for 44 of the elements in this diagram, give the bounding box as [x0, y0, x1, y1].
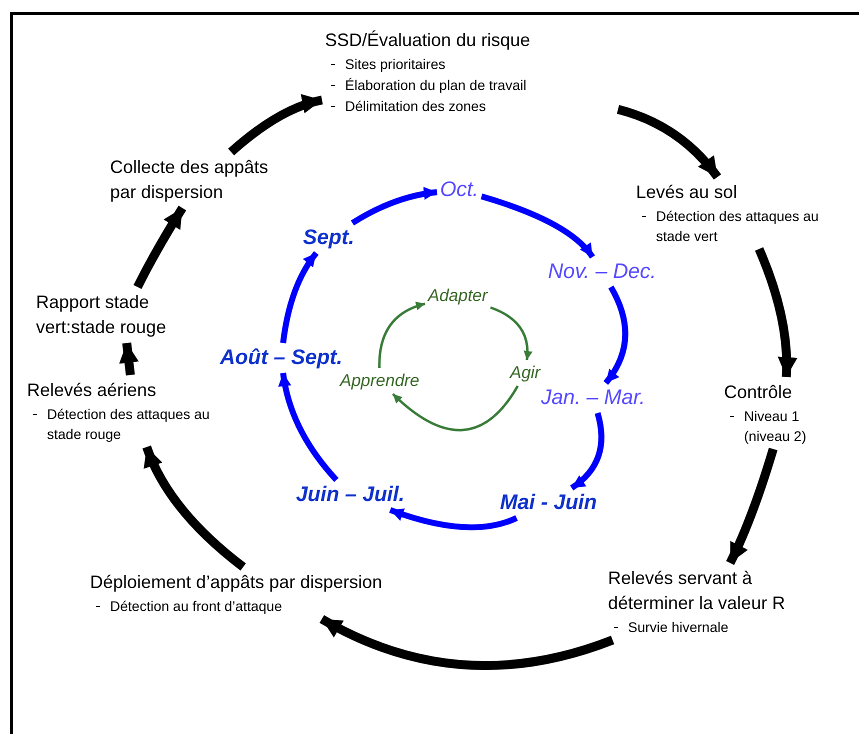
arrow — [616, 105, 722, 180]
arrow — [378, 302, 426, 368]
bullet-item: Détection au front d’attaque — [90, 596, 465, 616]
step-title: Contrôle — [724, 381, 794, 404]
arrow — [389, 507, 518, 530]
bullet-item: Délimitation des zones — [325, 96, 615, 116]
bullet-item: Sites prioritaires — [325, 54, 615, 74]
arrow — [142, 445, 246, 571]
arrow — [320, 615, 614, 670]
arrow — [119, 342, 139, 376]
arrow — [603, 286, 628, 385]
arrow — [228, 94, 323, 156]
arrow — [570, 412, 604, 490]
month-label: Oct. — [440, 178, 479, 202]
cycle-label: Adapter — [428, 286, 488, 306]
arrow — [350, 187, 438, 226]
step-title: Rapport stade vert:stade rouge — [36, 291, 168, 339]
arrow — [133, 206, 186, 290]
step-title: Déploiement d’appâts par dispersion — [90, 571, 384, 594]
step-title: Levés au sol — [636, 181, 738, 204]
arrow — [726, 448, 778, 565]
step-title: Relevés aériens — [27, 379, 158, 402]
arrow — [392, 385, 519, 432]
arrow — [278, 372, 339, 482]
bullet-item: Niveau 1 (niveau 2) — [724, 406, 844, 446]
month-label: Jan. – Mar. — [541, 386, 646, 410]
arrow — [490, 306, 532, 360]
cycle-label: Apprendre — [340, 371, 420, 391]
month-label: Mai - Juin — [500, 491, 597, 515]
arrow — [280, 251, 319, 344]
arrow — [754, 247, 797, 378]
step-title: Relevés servant à déterminer la valeur R — [608, 567, 786, 615]
month-label: Août – Sept. — [220, 346, 343, 370]
month-label: Sept. — [303, 226, 354, 250]
month-label: Juin – Juil. — [296, 483, 405, 507]
arrow — [480, 194, 595, 259]
step-title: SSD/Évaluation du risque — [325, 29, 532, 52]
cycle-label: Agir — [510, 363, 540, 383]
bullet-item: Survie hivernale — [608, 617, 813, 637]
step-title: Collecte des appâts par dispersion — [110, 156, 270, 204]
bullet-item: Élaboration du plan de travail — [325, 75, 615, 95]
bullet-item: Détection des attaques au stade rouge — [27, 404, 242, 444]
month-label: Nov. – Dec. — [548, 260, 656, 284]
bullet-item: Détection des attaques au stade vert — [636, 206, 851, 246]
